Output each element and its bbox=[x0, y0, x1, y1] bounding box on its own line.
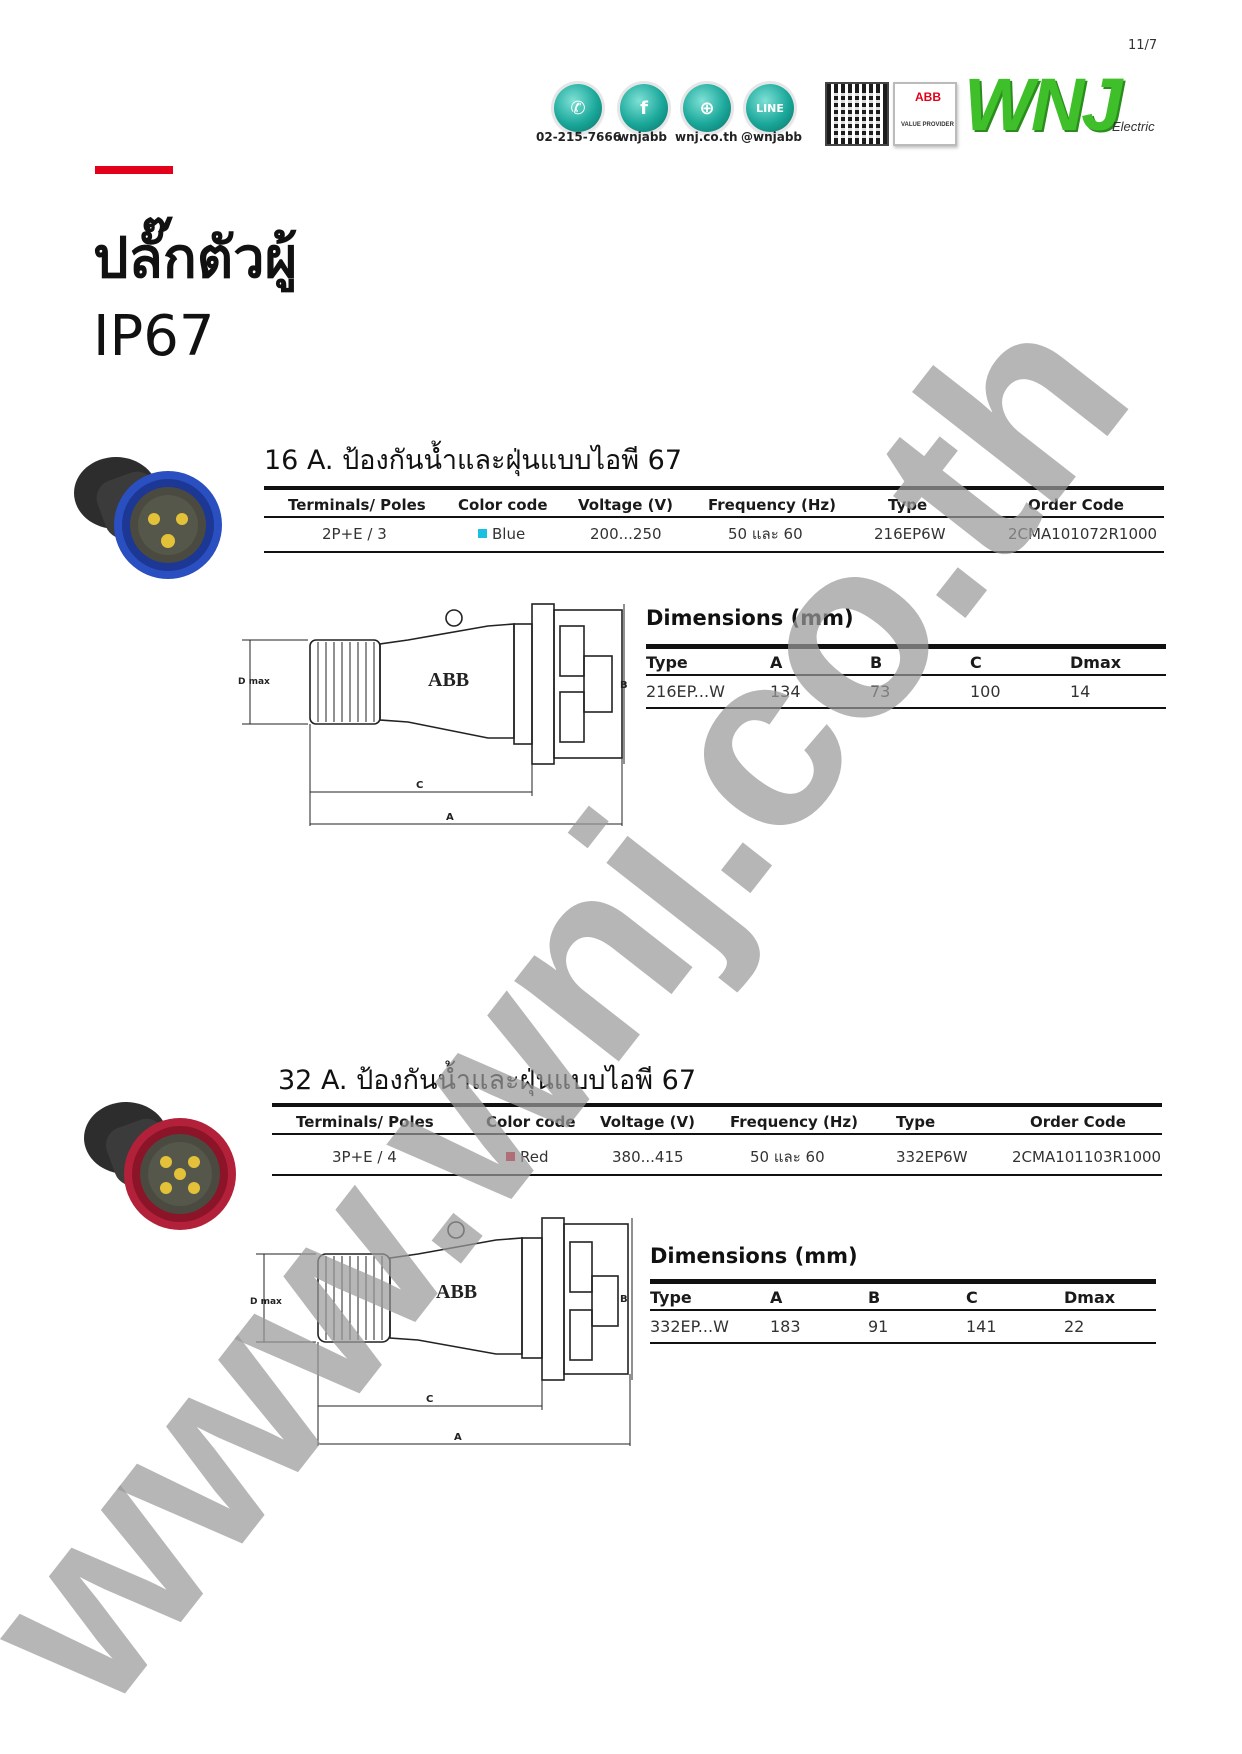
dim-header-b: B bbox=[868, 1279, 966, 1311]
website-label: wnj.co.th bbox=[675, 130, 738, 144]
dim-cell-dmax: 14 bbox=[1070, 675, 1166, 709]
facebook-label: wnjabb bbox=[618, 130, 668, 144]
dim-cell-b: 73 bbox=[870, 675, 970, 709]
dimensions-table-32a: Type A B C Dmax 332EP...W 183 91 141 22 bbox=[650, 1279, 1156, 1344]
dim-header-b: B bbox=[870, 644, 970, 676]
dimension-drawing-16a: ABB D max B C A bbox=[238, 603, 628, 826]
dim-header-type: Type bbox=[646, 644, 770, 676]
cell-color-name: Blue bbox=[492, 525, 526, 543]
spec-table-32a: Terminals/ Poles Color code Voltage (V) … bbox=[272, 1103, 1162, 1176]
cell-type: 332EP6W bbox=[896, 1134, 1006, 1176]
header-color: Color code bbox=[486, 1103, 600, 1135]
dim-header-c: C bbox=[970, 644, 1070, 676]
dimensions-title-16a: Dimensions (mm) bbox=[646, 606, 854, 630]
header-type: Type bbox=[868, 486, 998, 518]
drawing-label-b-32a: B bbox=[620, 1294, 628, 1305]
dim-header-a: A bbox=[770, 644, 870, 676]
abb-badge-brand: ABB bbox=[915, 90, 941, 104]
globe-icon[interactable]: ⊕ bbox=[683, 84, 731, 132]
product-image-32a bbox=[84, 1102, 236, 1230]
dim-header-a: A bbox=[770, 1279, 868, 1311]
header-poles: Terminals/ Poles bbox=[272, 1103, 486, 1135]
drawing-brand-16a: ABB bbox=[428, 669, 469, 691]
header-order-code: Order Code bbox=[998, 486, 1164, 518]
header-order-code: Order Code bbox=[1006, 1103, 1162, 1135]
cell-color-name: Red bbox=[520, 1148, 549, 1166]
dim-cell-b: 91 bbox=[868, 1310, 966, 1344]
page-number: 11/7 bbox=[1128, 38, 1158, 53]
cell-color: Red bbox=[486, 1134, 600, 1176]
dimensions-table-16a: Type A B C Dmax 216EP...W 134 73 100 14 bbox=[646, 644, 1166, 709]
section-heading-32a: 32 A. ป้องกันน้ำและฝุ่นแบบไอพี 67 bbox=[278, 1065, 696, 1096]
page-title: ปลั๊กตัวผู้ bbox=[93, 226, 298, 291]
facebook-icon[interactable]: f bbox=[620, 84, 668, 132]
header-voltage: Voltage (V) bbox=[578, 486, 708, 518]
dim-cell-c: 141 bbox=[966, 1310, 1064, 1344]
table-row: 3P+E / 4 Red 380...415 50 และ 60 332EP6W… bbox=[272, 1134, 1162, 1176]
dim-header-c: C bbox=[966, 1279, 1064, 1311]
dim-header-dmax: Dmax bbox=[1070, 644, 1166, 676]
accent-bar bbox=[95, 166, 173, 174]
header-type: Type bbox=[896, 1103, 1006, 1135]
color-swatch bbox=[478, 529, 487, 538]
table-row: 332EP...W 183 91 141 22 bbox=[650, 1310, 1156, 1344]
product-image-16a bbox=[74, 457, 222, 579]
header-voltage: Voltage (V) bbox=[600, 1103, 730, 1135]
drawing-label-b-16a: B bbox=[620, 680, 628, 691]
cell-poles: 2P+E / 3 bbox=[264, 517, 458, 553]
drawing-label-dmax-32a: D max bbox=[250, 1297, 282, 1307]
cell-voltage: 380...415 bbox=[600, 1134, 730, 1176]
dim-cell-c: 100 bbox=[970, 675, 1070, 709]
drawing-label-c-32a: C bbox=[426, 1394, 433, 1405]
table-row: 216EP...W 134 73 100 14 bbox=[646, 675, 1166, 709]
wnj-logo: WNJ bbox=[964, 63, 1122, 146]
header-frequency: Frequency (Hz) bbox=[730, 1103, 896, 1135]
spec-table-16a: Terminals/ Poles Color code Voltage (V) … bbox=[264, 486, 1164, 553]
cell-order-code: 2CMA101072R1000 bbox=[998, 517, 1164, 553]
cell-frequency: 50 และ 60 bbox=[730, 1134, 896, 1176]
line-label: @wnjabb bbox=[741, 130, 803, 144]
abb-badge-tagline: VALUE PROVIDER bbox=[901, 122, 954, 128]
drawing-label-dmax-16a: D max bbox=[238, 677, 270, 687]
drawing-label-a-32a: A bbox=[454, 1432, 462, 1443]
page-subtitle: IP67 bbox=[93, 304, 215, 369]
color-swatch bbox=[506, 1152, 515, 1161]
wnj-logo-suffix: Electric bbox=[1112, 119, 1155, 134]
header-poles: Terminals/ Poles bbox=[264, 486, 458, 518]
dim-cell-a: 134 bbox=[770, 675, 870, 709]
qr-code[interactable] bbox=[825, 82, 889, 146]
drawing-brand-32a: ABB bbox=[436, 1281, 477, 1303]
dimensions-title-32a: Dimensions (mm) bbox=[650, 1244, 858, 1268]
phone-icon[interactable]: ✆ bbox=[554, 84, 602, 132]
dim-cell-type: 216EP...W bbox=[646, 675, 770, 709]
drawing-label-c-16a: C bbox=[416, 780, 423, 791]
cell-frequency: 50 และ 60 bbox=[708, 517, 868, 553]
cell-poles: 3P+E / 4 bbox=[272, 1134, 486, 1176]
table-row: 2P+E / 3 Blue 200...250 50 และ 60 216EP6… bbox=[264, 517, 1164, 553]
header-color: Color code bbox=[458, 486, 578, 518]
section-heading-16a: 16 A. ป้องกันน้ำและฝุ่นแบบไอพี 67 bbox=[264, 445, 682, 476]
cell-type: 216EP6W bbox=[868, 517, 998, 553]
drawing-label-a-16a: A bbox=[446, 812, 454, 823]
abb-value-provider-badge: ABB VALUE PROVIDER bbox=[893, 82, 957, 146]
dim-cell-a: 183 bbox=[770, 1310, 868, 1344]
dim-header-dmax: Dmax bbox=[1064, 1279, 1156, 1311]
cell-color: Blue bbox=[458, 517, 578, 553]
dim-header-type: Type bbox=[650, 1279, 770, 1311]
line-icon[interactable]: LINE bbox=[746, 84, 794, 132]
dim-cell-dmax: 22 bbox=[1064, 1310, 1156, 1344]
cell-voltage: 200...250 bbox=[578, 517, 708, 553]
dimension-drawing-32a: ABB D max B C A bbox=[250, 1217, 633, 1446]
cell-order-code: 2CMA101103R1000 bbox=[1006, 1134, 1162, 1176]
phone-label: 02-215-7666 bbox=[536, 130, 622, 144]
dim-cell-type: 332EP...W bbox=[650, 1310, 770, 1344]
header-frequency: Frequency (Hz) bbox=[708, 486, 868, 518]
